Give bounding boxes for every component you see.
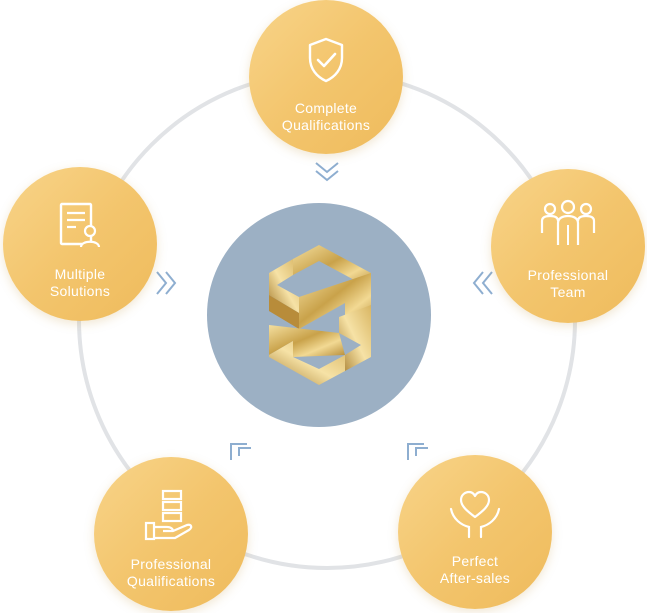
heart-hands-icon (449, 490, 501, 539)
center-circle (207, 203, 431, 427)
arrow-bottom-left-icon (230, 443, 251, 460)
node-professional-team: Professional Team (491, 169, 645, 323)
node-label-line1: Professional (130, 556, 212, 572)
node-label: Perfect After-sales (398, 553, 552, 587)
arrow-top-icon (315, 162, 339, 182)
server-hand-icon (144, 489, 193, 541)
node-label-line2: Qualifications (281, 117, 371, 133)
node-label: Professional Qualifications (94, 556, 248, 590)
node-label: Complete Qualifications (249, 100, 403, 134)
node-label-line2: Qualifications (126, 573, 216, 589)
arrow-right-icon (472, 271, 493, 295)
arrow-bottom-right-icon (407, 443, 428, 460)
node-multiple-solutions: Multiple Solutions (3, 167, 157, 321)
node-label-line2: Team (550, 284, 586, 300)
node-complete-qualifications: Complete Qualifications (249, 0, 403, 154)
node-label: Professional Team (491, 267, 645, 301)
node-professional-qualifications: Professional Qualifications (94, 457, 248, 611)
node-label-line1: Multiple (54, 266, 106, 282)
team-icon (540, 199, 596, 245)
node-label-line1: Professional (527, 267, 609, 283)
arrow-left-icon (156, 271, 177, 295)
node-label: Multiple Solutions (3, 266, 157, 300)
node-label-line1: Perfect (451, 553, 499, 569)
shield-check-icon (308, 37, 344, 83)
node-perfect-after-sales: Perfect After-sales (398, 455, 552, 609)
node-label-line2: After-sales (439, 570, 511, 586)
document-person-icon (59, 202, 101, 248)
gold-hexagon-logo-icon (269, 245, 371, 385)
node-label-line2: Solutions (49, 283, 111, 299)
node-label-line1: Complete (294, 100, 358, 116)
